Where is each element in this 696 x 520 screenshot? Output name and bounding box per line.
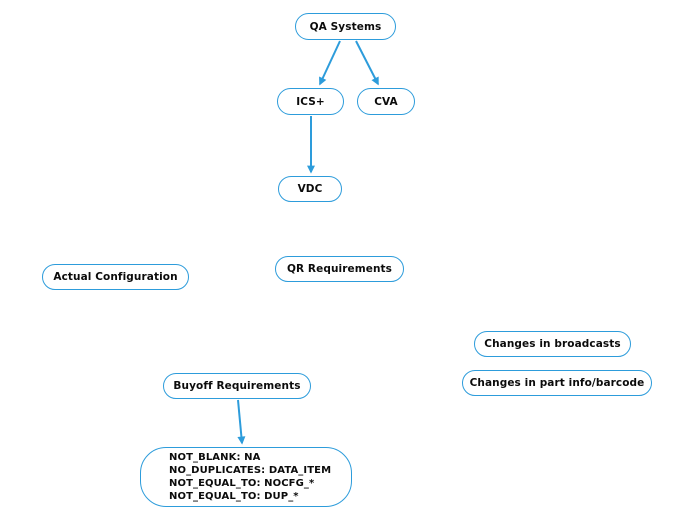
edge-qa-systems-to-ics-plus	[319, 40, 341, 86]
node-qa-systems[interactable]: QA Systems	[295, 13, 396, 40]
buyoff-rule-line: NO_DUPLICATES: DATA_ITEM	[169, 465, 332, 476]
node-cva[interactable]: CVA	[357, 88, 415, 115]
node-qa-systems-label: QA Systems	[309, 20, 382, 33]
edge-qa-systems-to-cva	[355, 40, 379, 86]
buyoff-rule-line: NOT_EQUAL_TO: DUP_*	[169, 491, 299, 502]
node-changes-in-part-info-barcode-label: Changes in part info/barcode	[469, 377, 645, 389]
node-qr-requirements-label: QR Requirements	[286, 263, 393, 275]
buyoff-rule-line: NOT_EQUAL_TO: NOCFG_*	[169, 478, 315, 489]
edge-buyoff-requirements-to-buyoff-rules	[237, 399, 246, 445]
node-cva-label: CVA	[374, 95, 398, 108]
node-buyoff-requirements[interactable]: Buyoff Requirements	[163, 373, 311, 399]
node-ics-plus[interactable]: ICS+	[277, 88, 344, 115]
node-changes-in-broadcasts-label: Changes in broadcasts	[484, 338, 621, 350]
buyoff-rule-line: NOT_BLANK: NA	[169, 452, 261, 463]
node-qr-requirements[interactable]: QR Requirements	[275, 256, 404, 282]
node-buyoff-requirements-label: Buyoff Requirements	[173, 380, 301, 392]
node-actual-configuration[interactable]: Actual Configuration	[42, 264, 189, 290]
node-changes-in-broadcasts[interactable]: Changes in broadcasts	[474, 331, 631, 357]
node-vdc-label: VDC	[297, 183, 323, 195]
node-buyoff-rules[interactable]: NOT_BLANK: NA NO_DUPLICATES: DATA_ITEM N…	[140, 447, 352, 507]
node-changes-in-part-info-barcode[interactable]: Changes in part info/barcode	[462, 370, 652, 396]
node-vdc[interactable]: VDC	[278, 176, 342, 202]
node-ics-plus-label: ICS+	[296, 95, 325, 108]
node-actual-configuration-label: Actual Configuration	[53, 271, 178, 283]
